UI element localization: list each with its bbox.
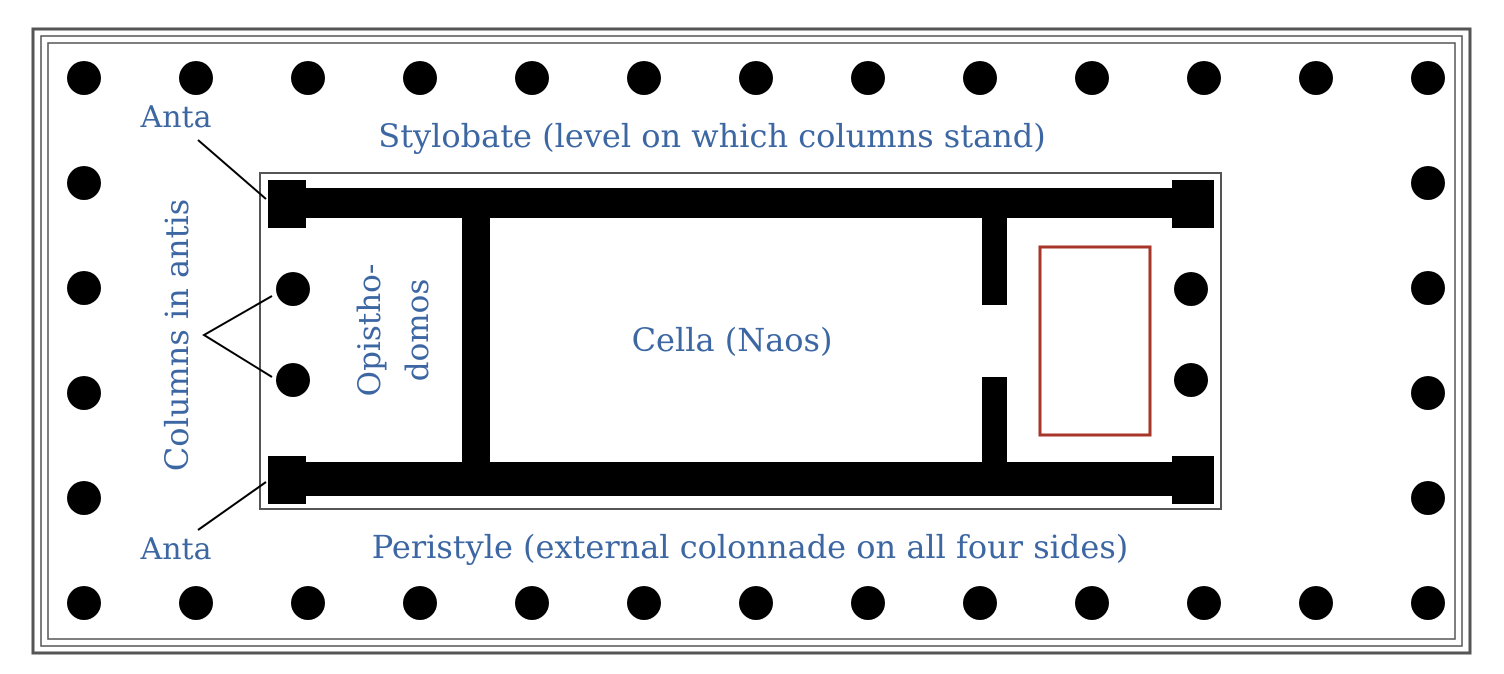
peristyle-column xyxy=(1411,586,1445,620)
peristyle-column xyxy=(627,586,661,620)
peristyle-column xyxy=(403,61,437,95)
label-stylobate: Stylobate (level on which columns stand) xyxy=(378,117,1045,155)
label-peristyle: Peristyle (external colonnade on all fou… xyxy=(372,528,1128,566)
label-opisthodomos-line1: Opistho- xyxy=(352,264,388,397)
opisthodomos-wall xyxy=(462,210,490,472)
peristyle-column xyxy=(515,61,549,95)
anta-block-bottom-right xyxy=(1172,456,1214,504)
highlight-box xyxy=(1038,245,1152,437)
peristyle-column xyxy=(1411,61,1445,95)
peristyle-column xyxy=(1411,166,1445,200)
peristyle-column xyxy=(179,586,213,620)
peristyle-column xyxy=(67,166,101,200)
leader-line-columns-in-antis xyxy=(202,295,273,378)
peristyle-column xyxy=(739,61,773,95)
cella-enclosure-outline xyxy=(259,172,1222,510)
pronaos-wall-upper xyxy=(982,210,1007,305)
peristyle-column xyxy=(515,586,549,620)
peristyle-column xyxy=(851,586,885,620)
peristyle-column xyxy=(1411,271,1445,305)
peristyle-column xyxy=(67,586,101,620)
label-columns-in-antis: Columns in antis xyxy=(158,199,196,471)
stylobate-border xyxy=(31,27,1472,655)
peristyle-columns xyxy=(67,61,1445,620)
column-in-antis-west xyxy=(276,272,310,306)
anta-block-top-left xyxy=(268,180,306,228)
peristyle-column xyxy=(403,586,437,620)
label-cella: Cella (Naos) xyxy=(632,321,833,359)
peristyle-column xyxy=(963,586,997,620)
peristyle-column xyxy=(1075,61,1109,95)
peristyle-column xyxy=(1187,61,1221,95)
cella-walls xyxy=(268,180,1214,504)
peristyle-column xyxy=(291,586,325,620)
stylobate-inner-line xyxy=(47,42,1456,640)
peristyle-column xyxy=(291,61,325,95)
peristyle-column xyxy=(67,376,101,410)
peristyle-column xyxy=(851,61,885,95)
peristyle-column xyxy=(1187,586,1221,620)
peristyle-column xyxy=(739,586,773,620)
peristyle-column xyxy=(1299,586,1333,620)
columns-in-antis xyxy=(276,272,1208,397)
pronaos-wall-lower xyxy=(982,377,1007,472)
anta-block-bottom-left xyxy=(268,456,306,504)
column-in-antis-east xyxy=(1174,363,1208,397)
peristyle-column xyxy=(1299,61,1333,95)
north-wall xyxy=(268,188,1213,218)
peristyle-column xyxy=(67,61,101,95)
peristyle-column xyxy=(179,61,213,95)
peristyle-column xyxy=(627,61,661,95)
stylobate-middle-line xyxy=(40,35,1463,647)
label-anta-top: Anta xyxy=(140,100,212,135)
peristyle-column xyxy=(1411,376,1445,410)
leader-line-anta-top xyxy=(197,139,267,200)
peristyle-column xyxy=(67,481,101,515)
peristyle-column xyxy=(1075,586,1109,620)
peristyle-column xyxy=(67,271,101,305)
south-wall xyxy=(268,462,1213,496)
column-in-antis-east xyxy=(1174,272,1208,306)
leader-line-anta-bottom xyxy=(197,481,267,531)
leader-lines xyxy=(197,139,273,531)
peristyle-column xyxy=(1411,481,1445,515)
peristyle-column xyxy=(963,61,997,95)
label-anta-bottom: Anta xyxy=(140,532,212,567)
label-opisthodomos-line2: domos xyxy=(400,279,436,381)
column-in-antis-west xyxy=(276,363,310,397)
stylobate-outer-line xyxy=(31,27,1472,655)
anta-block-top-right xyxy=(1172,180,1214,228)
